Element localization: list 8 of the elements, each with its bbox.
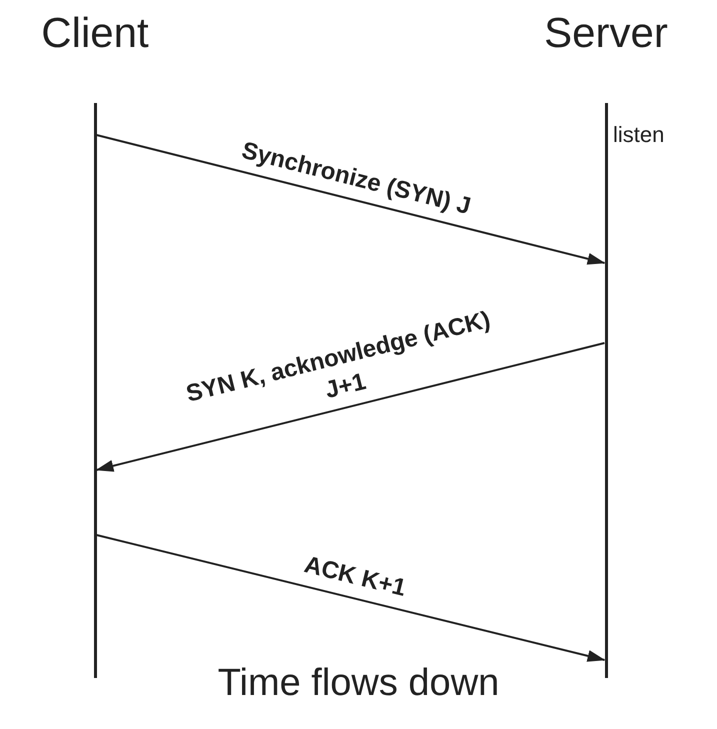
message-arrow	[96, 534, 606, 662]
participant-label: Server	[544, 8, 668, 58]
participant-label: Client	[41, 8, 149, 58]
message-arrow	[96, 134, 606, 265]
state-label: listen	[613, 122, 664, 148]
message-arrow	[96, 342, 605, 472]
caption: Time flows down	[216, 662, 500, 705]
edge-label: ACK K+1	[301, 550, 410, 604]
